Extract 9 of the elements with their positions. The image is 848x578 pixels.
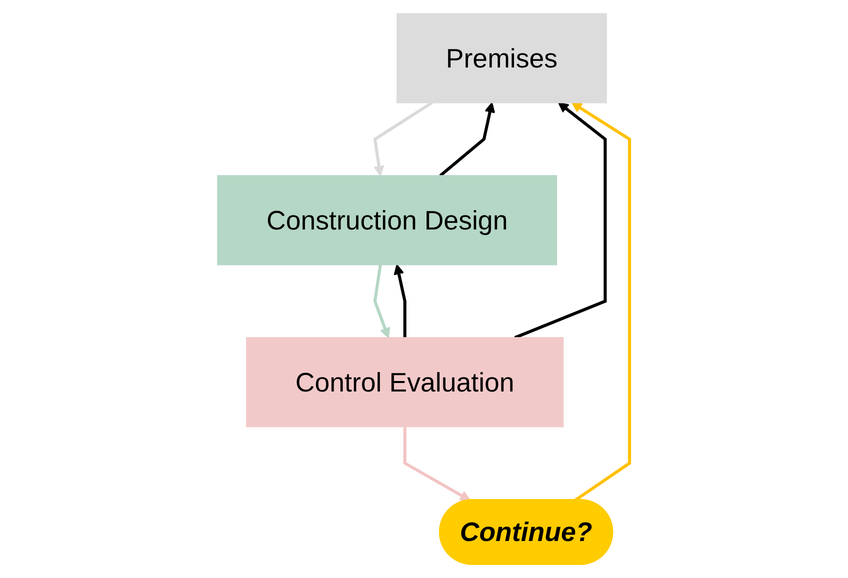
arrow <box>374 101 434 176</box>
arrow <box>394 264 407 338</box>
node-box: Premises <box>396 13 608 104</box>
arrow <box>440 102 496 177</box>
node-box: Construction Design <box>218 175 558 266</box>
arrow <box>514 102 608 340</box>
node-box: Control Evaluation <box>246 337 564 428</box>
arrow <box>374 264 390 338</box>
arrow <box>404 426 471 501</box>
